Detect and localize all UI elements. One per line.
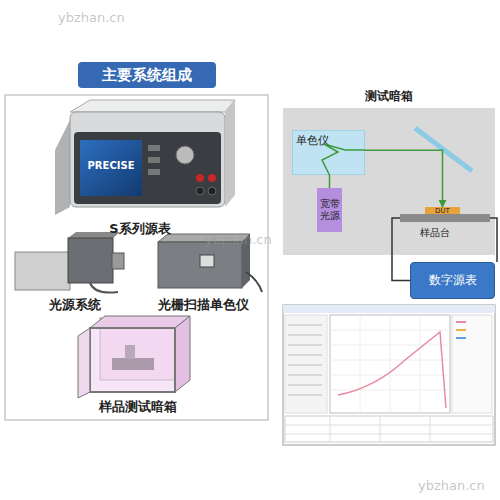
monochromator-box: 单色仪 bbox=[292, 130, 365, 175]
sample-stage: 样品台 bbox=[400, 214, 490, 222]
part-caption: 样品测试暗箱 bbox=[75, 398, 200, 416]
node-text: 测试暗箱 bbox=[283, 88, 495, 105]
source-meter-box: 数字源表 bbox=[410, 262, 495, 299]
part-caption: 光栅扫描单色仪 bbox=[140, 296, 266, 314]
part-caption: 光源系统 bbox=[20, 296, 130, 314]
watermark: ybzhan.cn bbox=[205, 232, 305, 247]
light-source-box: 宽带光源 bbox=[317, 188, 342, 232]
panel-frame bbox=[5, 95, 268, 420]
brand-text: PRECISE bbox=[80, 160, 142, 171]
software-screenshot bbox=[283, 305, 495, 445]
header-box: 主要系统组成 bbox=[78, 62, 216, 88]
node-text: 单色仪 bbox=[296, 133, 329, 148]
dark-box-unit bbox=[78, 316, 190, 398]
watermark: ybzhan.cn bbox=[58, 10, 158, 25]
part-caption: S系列源表 bbox=[80, 220, 200, 238]
node-text: 数字源表 bbox=[429, 272, 477, 289]
watermark: ybzhan.cn bbox=[418, 478, 498, 493]
light-source-unit bbox=[15, 232, 124, 293]
node-text: 主要系统组成 bbox=[102, 66, 192, 85]
node-text: 宽带光源 bbox=[319, 198, 341, 222]
source-meter bbox=[55, 100, 235, 215]
node-text: 样品台 bbox=[420, 226, 450, 240]
dark-box: 测试暗箱单色仪宽带光源DUT样品台 bbox=[283, 108, 495, 255]
